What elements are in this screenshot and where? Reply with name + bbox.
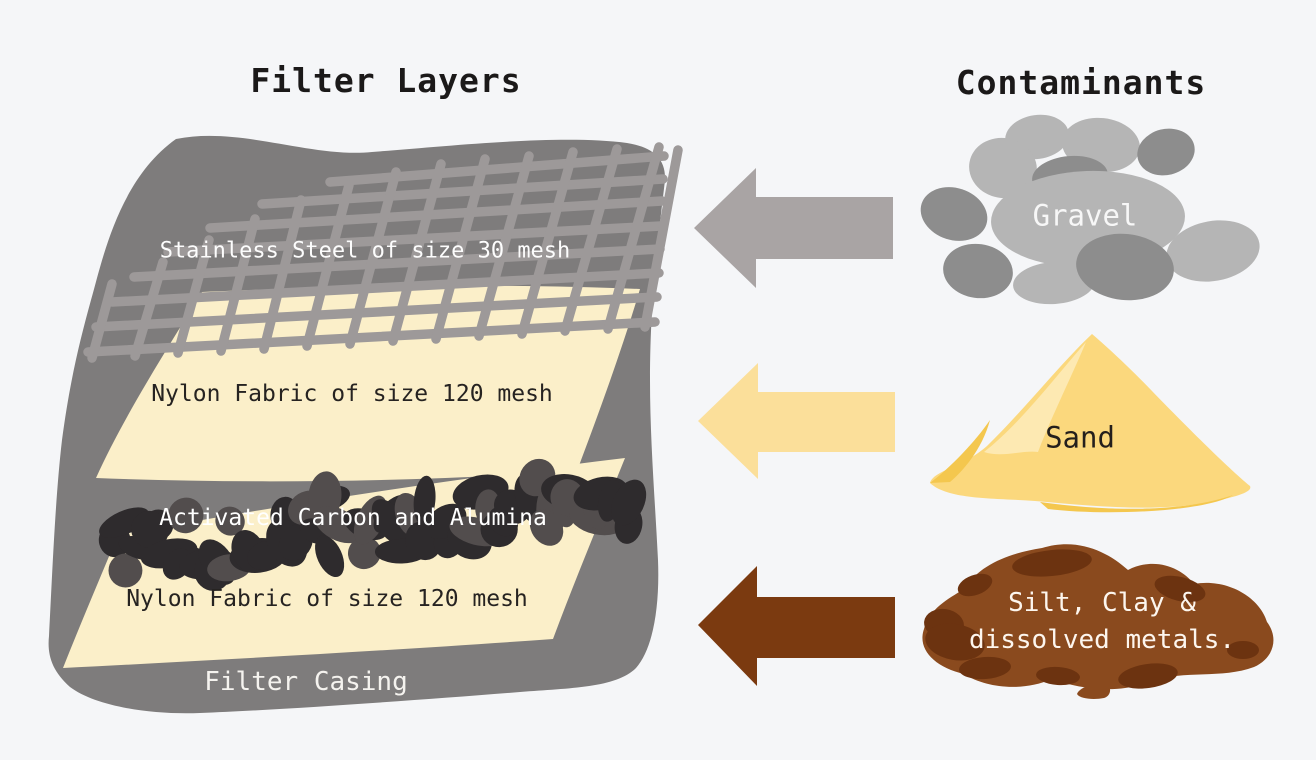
silt-label-line1: Silt, Clay & [1008,588,1196,618]
silt-clay-blob [922,544,1274,699]
gravel-left-arrow-icon [694,168,893,288]
contaminants-title: Contaminants [955,63,1207,103]
nylon-fabric-top-label: Nylon Fabric of size 120 mesh [151,380,553,407]
sand-pile-shadow-base [1040,495,1233,513]
activated-carbon-layer [98,458,647,591]
nylon-fabric-bottom-label: Nylon Fabric of size 120 mesh [126,585,528,612]
filter-layers-title: Filter Layers [250,61,522,101]
activated-carbon-label: Activated Carbon and Alumina [159,504,547,531]
silt-label: Silt, Clay & dissolved metals. [969,585,1235,659]
sand-left-arrow-icon [698,363,895,479]
sand-pile-base [930,334,1251,508]
silt-left-arrow-icon [698,566,895,686]
gravel-label: Gravel [1032,198,1138,233]
sand-pile-shadow-left [930,420,990,483]
stainless-steel-label: Stainless Steel of size 30 mesh [159,238,571,264]
sand-pile [930,334,1251,513]
filter-casing-label: Filter Casing [204,667,408,698]
sand-label: Sand [1045,420,1115,455]
silt-crumb [1077,683,1111,699]
silt-label-line2: dissolved metals. [968,625,1236,655]
sand-pile-highlight [984,342,1086,455]
silt-dark-patches [924,549,1259,689]
stainless-mesh-grid [83,142,683,363]
gravel-pile [920,114,1260,305]
